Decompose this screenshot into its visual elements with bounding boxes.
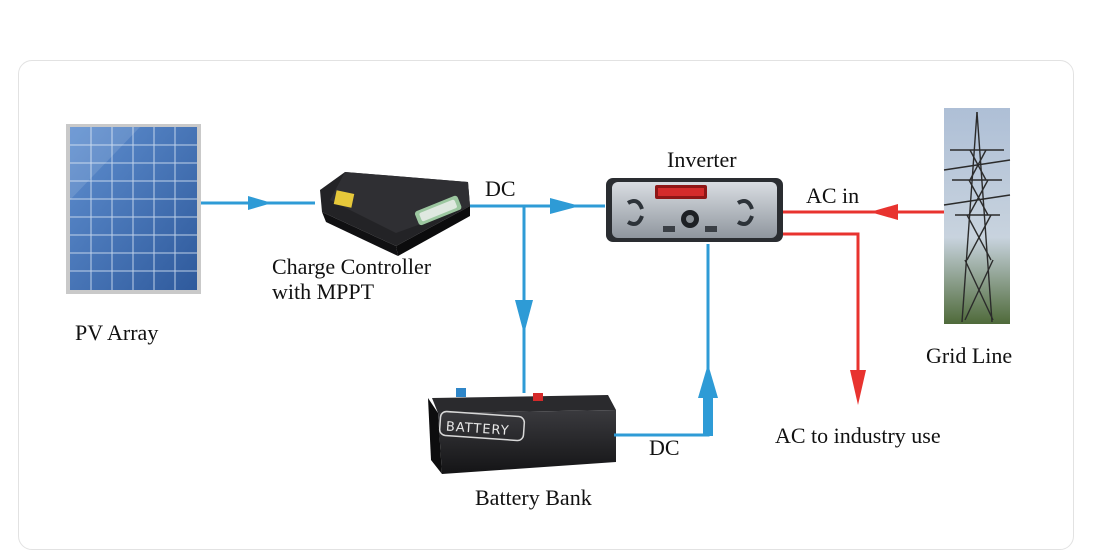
- arrow-grid-to-inverter: [783, 204, 944, 220]
- ac-industry-label: AC to industry use: [775, 423, 941, 448]
- ac-in-label: AC in: [806, 183, 859, 208]
- dc-label-top: DC: [485, 176, 516, 201]
- arrow-battery-to-inverter: [614, 244, 718, 437]
- dc-label-bottom: DC: [649, 435, 680, 460]
- arrow-pv-to-controller: [201, 196, 315, 210]
- battery-brand-text: BATTERY: [445, 419, 510, 438]
- battery-bank-label: Battery Bank: [475, 485, 592, 510]
- pv-array-label: PV Array: [75, 320, 158, 345]
- charge-controller-label-line1: Charge Controller: [272, 254, 432, 279]
- arrow-controller-to-battery: [515, 206, 533, 393]
- grid-line-label: Grid Line: [926, 343, 1012, 368]
- battery-bank-image: BATTERY: [428, 388, 616, 474]
- pv-array-image: [66, 124, 201, 294]
- charge-controller-image: [320, 172, 470, 256]
- arrow-controller-to-inverter: [470, 198, 605, 214]
- inverter-image: [606, 178, 783, 242]
- arrow-inverter-to-industry: [783, 232, 866, 405]
- inverter-label: Inverter: [667, 147, 737, 172]
- solar-system-diagram: PV Array Charge Controller with MPPT DC …: [66, 108, 1012, 510]
- charge-controller-label-line2: with MPPT: [272, 279, 375, 304]
- grid-line-image: [943, 108, 1011, 324]
